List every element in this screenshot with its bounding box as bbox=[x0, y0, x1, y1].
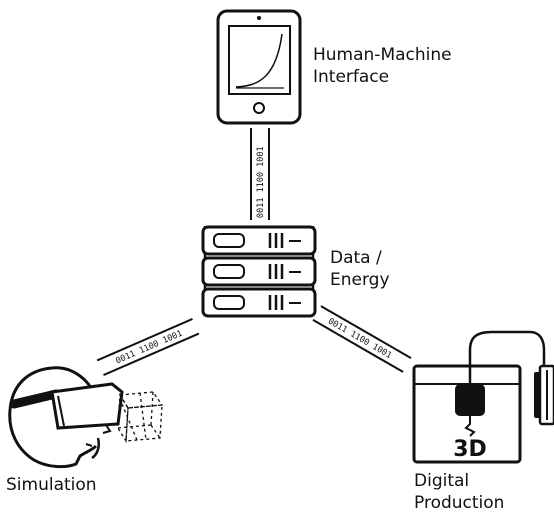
hmi-label-line2: Interface bbox=[313, 67, 390, 87]
printer-3d-label: 3D bbox=[453, 437, 487, 462]
link-hmi-server: 0011 1100 1001 bbox=[250, 128, 270, 220]
link-server-production: 0011 1100 1001 bbox=[312, 305, 412, 373]
link-hmi-server-code: 0011 1100 1001 bbox=[256, 146, 266, 218]
3d-printer-icon: 3D bbox=[412, 330, 554, 464]
production-label-line1: Digital bbox=[414, 471, 470, 491]
simulation-label: Simulation bbox=[6, 474, 97, 496]
hmi-label: Human-Machine Interface bbox=[313, 44, 452, 88]
link-server-simulation: 0011 1100 1001 bbox=[96, 318, 200, 376]
link-server-production-code: 0011 1100 1001 bbox=[326, 317, 393, 361]
vr-headset-icon bbox=[8, 366, 164, 469]
data-energy-label: Data / Energy bbox=[330, 247, 390, 291]
server-rack-icon bbox=[201, 225, 317, 318]
production-label: Digital Production bbox=[414, 470, 504, 514]
data-energy-label-line2: Energy bbox=[330, 270, 390, 290]
tablet-icon bbox=[216, 9, 302, 125]
simulation-label-text: Simulation bbox=[6, 475, 97, 495]
data-energy-label-line1: Data / bbox=[330, 248, 382, 268]
production-label-line2: Production bbox=[414, 493, 505, 513]
hmi-label-line1: Human-Machine bbox=[313, 45, 452, 65]
